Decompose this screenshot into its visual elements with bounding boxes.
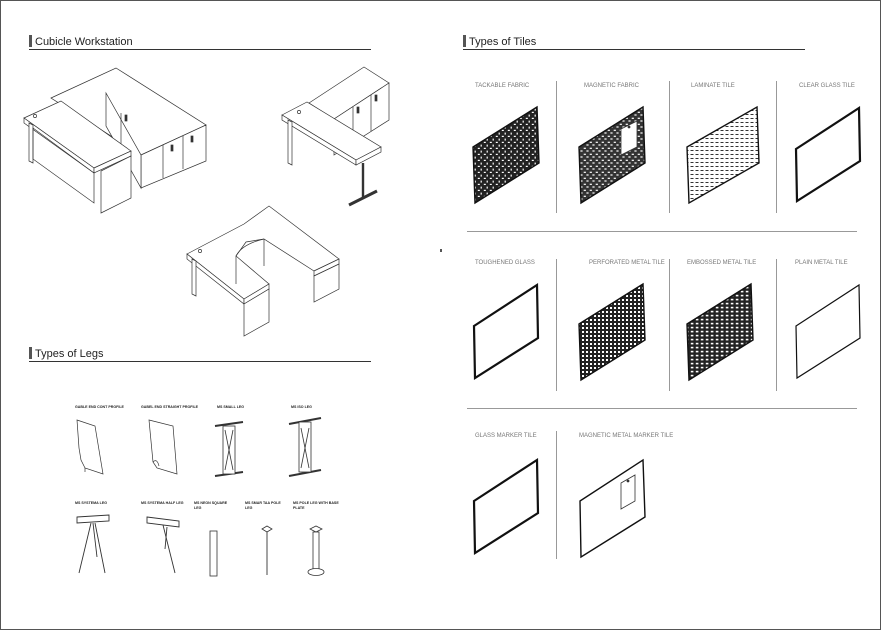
workstation-drawing-3 xyxy=(186,205,340,337)
leg-label-neon-square: MS NEON SQUARE LEG xyxy=(194,501,228,510)
tile-separator xyxy=(669,81,670,213)
leg-label-pole: MS SMAR TAA POLE LEG xyxy=(245,501,281,510)
tile-drawing-magnetic-fabric xyxy=(578,105,646,205)
legs-title-text: Types of Legs xyxy=(35,348,104,360)
leg-drawing-gable-straight xyxy=(148,419,178,475)
tile-label-toughened-glass: TOUGHENED GLASS xyxy=(475,260,535,266)
leg-label-systema: MS SYSTEMA LEG xyxy=(75,501,108,505)
leg-label-gable-straight: GABEL END STRAIGHT PROFILE xyxy=(141,405,199,409)
leg-drawing-iso xyxy=(288,417,322,477)
title-bar-marker xyxy=(463,35,466,47)
tiles-title-rule xyxy=(463,49,805,50)
tile-label-perforated-metal: PERFORATED METAL TILE xyxy=(589,260,665,266)
leg-label-gable-cont: GABLE END CONT PROFILE xyxy=(75,405,124,409)
tile-label-clear-glass: CLEAR GLASS TILE xyxy=(799,83,855,89)
leg-label-iso: MS ISO LEG xyxy=(291,405,312,409)
tile-drawing-magnetic-marker xyxy=(579,458,646,559)
tiles-section-title: Types of Tiles xyxy=(463,35,536,48)
tile-separator xyxy=(776,81,777,213)
leg-drawing-pole-base xyxy=(307,525,325,576)
tile-row-separator xyxy=(467,231,857,232)
title-bar-marker xyxy=(29,347,32,359)
tile-drawing-tackable-fabric xyxy=(472,105,540,205)
leg-drawing-gable-cont xyxy=(76,419,104,475)
tile-drawing-perforated-metal xyxy=(578,282,646,382)
tiles-title-text: Types of Tiles xyxy=(469,36,537,48)
tile-drawing-embossed-metal xyxy=(686,282,754,382)
leg-drawing-pole xyxy=(261,525,273,575)
center-mark xyxy=(440,249,442,252)
tile-label-embossed-metal: EMBOSSED METAL TILE xyxy=(687,260,757,266)
tile-drawing-plain-metal xyxy=(795,283,861,380)
tile-label-magnetic-marker: MAGNETIC METAL MARKER TILE xyxy=(579,433,674,439)
tile-label-tackable-fabric: TACKABLE FABRIC xyxy=(475,83,530,89)
tile-separator xyxy=(556,81,557,213)
leg-drawing-systema xyxy=(76,514,110,574)
workstation-drawing-2 xyxy=(281,66,390,207)
tile-drawing-clear-glass xyxy=(794,105,862,203)
tile-label-laminate: LAMINATE TILE xyxy=(691,83,735,89)
tile-drawing-glass-marker xyxy=(472,457,540,555)
tile-separator xyxy=(556,259,557,391)
leg-label-pole-base: MS POLE LEG WITH BASE PLATE xyxy=(293,501,339,510)
cubicle-title-text: Cubicle Workstation xyxy=(35,36,133,48)
tile-separator xyxy=(556,431,557,559)
tile-label-magnetic-fabric: MAGNETIC FABRIC xyxy=(584,83,640,89)
legs-title-rule xyxy=(29,361,371,362)
workstation-drawing-1 xyxy=(23,67,207,214)
tile-row-separator xyxy=(467,408,857,409)
leg-label-small: MS SMALL LEG xyxy=(217,405,245,409)
tile-separator xyxy=(669,259,670,391)
tile-label-plain-metal: PLAIN METAL TILE xyxy=(795,260,848,266)
leg-drawing-neon-square xyxy=(209,530,218,577)
title-bar-marker xyxy=(29,35,32,47)
tile-drawing-toughened-glass xyxy=(472,282,540,380)
cubicle-title-rule xyxy=(29,49,371,50)
legs-section-title: Types of Legs xyxy=(29,347,104,360)
tile-label-glass-marker: GLASS MARKER TILE xyxy=(475,433,537,439)
tile-drawing-laminate xyxy=(686,105,760,205)
leg-label-systema-half: MS SYSTEMA HALF LEG xyxy=(141,501,184,505)
leg-drawing-systema-half xyxy=(146,516,180,574)
leg-drawing-small xyxy=(214,421,244,477)
tile-separator xyxy=(776,259,777,391)
cubicle-section-title: Cubicle Workstation xyxy=(29,35,133,48)
